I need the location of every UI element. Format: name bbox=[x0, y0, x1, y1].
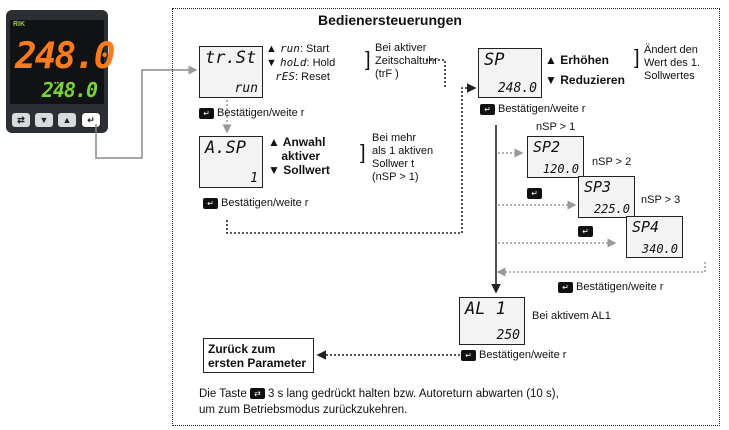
trst-options: ▲ run: Start ▼ hoLd: Hold rES: Reset bbox=[266, 42, 335, 84]
sp4-condition: nSP > 3 bbox=[641, 194, 681, 206]
confirm-label-spn: ↵Bestätigen/weite r bbox=[558, 281, 663, 294]
enter-key-icon: ↵ bbox=[527, 188, 542, 199]
controller-device: RIK 248.0 ▪▪ 248.0 ⇄ ▼ ▲ ↵ bbox=[6, 10, 115, 133]
lcd-sp-bottom: 248.0 bbox=[497, 81, 537, 96]
device-up-button[interactable]: ▲ bbox=[58, 113, 76, 127]
bracket-icon: ] bbox=[634, 47, 640, 69]
bracket-icon: ] bbox=[365, 49, 371, 71]
trst-option-code: hoLd bbox=[279, 56, 307, 69]
down-arrow-icon: ▼ bbox=[266, 57, 277, 69]
lcd-sp4-top: SP4 bbox=[632, 218, 660, 236]
sp3-condition: nSP > 2 bbox=[592, 156, 632, 168]
asp-note: Bei mehr als 1 aktiven Sollwer t (nSP > … bbox=[372, 132, 434, 183]
device-indicator: ▪▪ bbox=[54, 80, 59, 87]
lcd-sp4-bottom: 340.0 bbox=[641, 242, 678, 256]
sp2-condition: nSP > 1 bbox=[536, 121, 576, 133]
diagram-title: Bedienersteuerungen bbox=[318, 12, 462, 28]
trst-option-label: : Start bbox=[299, 43, 330, 55]
confirm-label-trst: ↵Bestätigen/weite r bbox=[199, 107, 304, 120]
lcd-sp2-bottom: 120.0 bbox=[542, 162, 579, 176]
confirm-label-asp: ↵Bestätigen/weite r bbox=[203, 197, 308, 210]
down-arrow-icon: ▼ bbox=[268, 163, 280, 177]
device-down-button[interactable]: ▼ bbox=[35, 113, 53, 127]
device-sub-value: 248.0 bbox=[41, 78, 98, 102]
down-arrow-icon: ▼ bbox=[545, 73, 557, 87]
lcd-sp: SP 248.0 bbox=[478, 48, 542, 98]
trst-option-label: : Hold bbox=[306, 57, 336, 69]
lcd-sp3: SP3 225.0 bbox=[578, 176, 635, 218]
up-arrow-icon: ▲ bbox=[545, 53, 557, 67]
enter-key-icon: ↵ bbox=[199, 107, 214, 119]
device-enter-button[interactable]: ↵ bbox=[81, 112, 101, 128]
device-display: RIK 248.0 ▪▪ 248.0 bbox=[10, 20, 115, 104]
device-function-button[interactable]: ⇄ bbox=[12, 113, 30, 127]
lcd-asp-top: A.SP bbox=[205, 138, 246, 158]
al1-note: Bei aktivem AL1 bbox=[532, 310, 611, 322]
enter-key-icon: ↵ bbox=[558, 281, 573, 293]
sp-note: Ändert den Wert des 1. Sollwertes bbox=[644, 44, 701, 82]
up-arrow-icon: ▲ bbox=[266, 43, 277, 55]
trst-option-label: : Reset bbox=[295, 71, 330, 83]
lcd-trst: tr.St run bbox=[199, 46, 263, 98]
controls-frame bbox=[172, 8, 720, 426]
enter-key-icon: ↵ bbox=[578, 226, 593, 237]
trst-option-code: rES bbox=[275, 70, 296, 83]
enter-key-icon: ↵ bbox=[480, 103, 495, 115]
footer-note: Die Taste ⇄3 s lang gedrückt halten bzw.… bbox=[199, 388, 559, 416]
sp-labels: ▲ Erhöhen ▼ Reduzieren bbox=[545, 53, 625, 87]
function-key-icon: ⇄ bbox=[249, 388, 265, 400]
asp-labels: ▲ Anwahl aktiver ▼ Sollwert bbox=[268, 135, 330, 177]
lcd-al1: AL 1 250 bbox=[459, 297, 525, 345]
trst-note: Bei aktiver Zeitschaltuhr (trF ) bbox=[375, 42, 438, 80]
enter-key-icon: ↵ bbox=[203, 197, 218, 209]
lcd-sp2: SP2 120.0 bbox=[527, 136, 584, 178]
lcd-trst-top: tr.St bbox=[205, 48, 257, 68]
lcd-al1-top: AL 1 bbox=[465, 299, 506, 319]
up-arrow-icon: ▲ bbox=[268, 135, 280, 149]
lcd-sp3-top: SP3 bbox=[584, 178, 612, 196]
trst-option-code: run bbox=[279, 42, 300, 55]
confirm-label-al1: ↵Bestätigen/weite r bbox=[461, 349, 566, 362]
back-to-first-parameter-box: Zurück zum ersten Parameter bbox=[203, 338, 314, 373]
lcd-asp: A.SP 1 bbox=[199, 136, 263, 188]
lcd-sp2-top: SP2 bbox=[533, 138, 561, 156]
device-main-value: 248.0 bbox=[15, 36, 115, 77]
lcd-trst-bottom: run bbox=[234, 81, 258, 96]
lcd-sp4: SP4 340.0 bbox=[626, 216, 683, 258]
lcd-asp-bottom: 1 bbox=[250, 171, 258, 186]
enter-key-icon: ↵ bbox=[461, 349, 476, 361]
confirm-label-sp: ↵Bestätigen/weite r bbox=[480, 103, 585, 116]
brand-logo: RIK bbox=[13, 21, 26, 28]
bracket-icon: ] bbox=[360, 142, 366, 164]
lcd-al1-bottom: 250 bbox=[496, 328, 520, 343]
lcd-sp-top: SP bbox=[484, 50, 505, 70]
lcd-sp3-bottom: 225.0 bbox=[593, 202, 630, 216]
